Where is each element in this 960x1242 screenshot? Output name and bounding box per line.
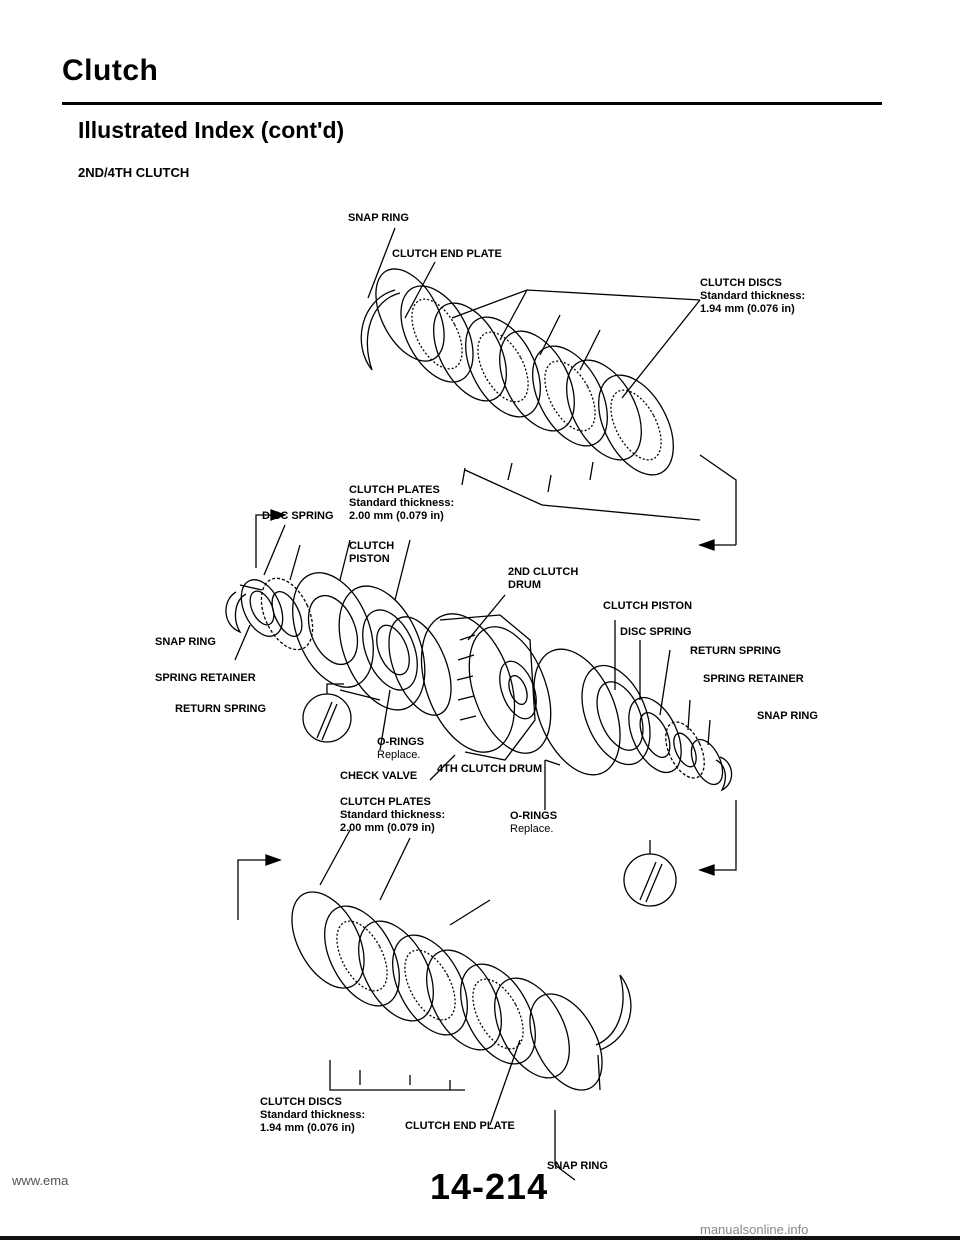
- page-title: Clutch: [62, 54, 159, 87]
- label-clutch-end-plate-top: CLUTCH END PLATE: [392, 248, 502, 260]
- label-snap-ring-left: SNAP RING: [155, 636, 216, 648]
- bottom-rule: [0, 1236, 960, 1240]
- title-rule: [62, 102, 882, 105]
- label-2nd-clutch-drum: 2ND CLUTCH DRUM: [508, 566, 579, 591]
- clutch-drum: [420, 613, 552, 761]
- label-clutch-discs-top: CLUTCH DISCS Standard thickness: 1.94 mm…: [700, 277, 806, 315]
- left-snap-ring: [225, 591, 247, 634]
- page-number: 14-214: [430, 1166, 549, 1207]
- label-snap-ring-right: SNAP RING: [757, 710, 818, 722]
- label-o-rings-mid: O-RINGS Replace.: [377, 736, 425, 761]
- label-disc-spring-left: DISC SPRING: [262, 510, 334, 522]
- page-subtitle: Illustrated Index (cont'd): [78, 117, 345, 143]
- footer-site-left: www.ema: [12, 1173, 69, 1188]
- o-ring-left-detail: [302, 693, 352, 743]
- left-o-ring: [388, 616, 452, 716]
- label-return-spring-left: RETURN SPRING: [175, 703, 267, 715]
- left-disc-spring: [292, 572, 374, 688]
- section-heading: 2ND/4TH CLUTCH: [78, 165, 190, 180]
- right-snap-ring: [715, 756, 733, 792]
- top-clutch-pack: [375, 268, 674, 476]
- label-clutch-plates-top: CLUTCH PLATES Standard thickness: 2.00 m…: [349, 484, 455, 522]
- left-return-spring: [260, 577, 314, 651]
- label-snap-ring-top: SNAP RING: [348, 212, 409, 224]
- label-clutch-plates-bottom: CLUTCH PLATES Standard thickness: 2.00 m…: [340, 796, 446, 834]
- label-4th-clutch-drum: 4TH CLUTCH DRUM: [437, 763, 543, 775]
- label-check-valve: CHECK VALVE: [340, 770, 418, 782]
- right-return-spring: [665, 721, 705, 779]
- top-snap-ring: [360, 289, 401, 371]
- footer-site-right: manualsonline.info: [700, 1222, 809, 1237]
- label-disc-spring-right: DISC SPRING: [620, 626, 692, 638]
- right-clutch-piston: [581, 664, 651, 766]
- label-spring-retainer-left: SPRING RETAINER: [155, 672, 256, 684]
- label-snap-ring-bottom: SNAP RING: [547, 1160, 608, 1172]
- right-spring-retainer: [690, 738, 724, 786]
- left-clutch-piston: [338, 585, 426, 711]
- bottom-clutch-pack: [291, 891, 603, 1091]
- label-o-rings-right: O-RINGS Replace.: [510, 810, 558, 835]
- bottom-snap-ring: [595, 974, 632, 1051]
- label-clutch-discs-bottom: CLUTCH DISCS Standard thickness: 1.94 mm…: [260, 1096, 366, 1134]
- label-return-spring-right: RETURN SPRING: [690, 645, 782, 657]
- label-clutch-piston-left: CLUTCH PISTON: [349, 540, 395, 565]
- label-clutch-end-plate-bottom: CLUTCH END PLATE: [405, 1120, 515, 1132]
- right-disc-spring: [628, 696, 682, 774]
- right-o-ring-disc: [533, 648, 621, 776]
- label-spring-retainer-right: SPRING RETAINER: [703, 673, 804, 685]
- label-clutch-piston-right: CLUTCH PISTON: [603, 600, 693, 612]
- o-ring-right-detail: [623, 853, 677, 907]
